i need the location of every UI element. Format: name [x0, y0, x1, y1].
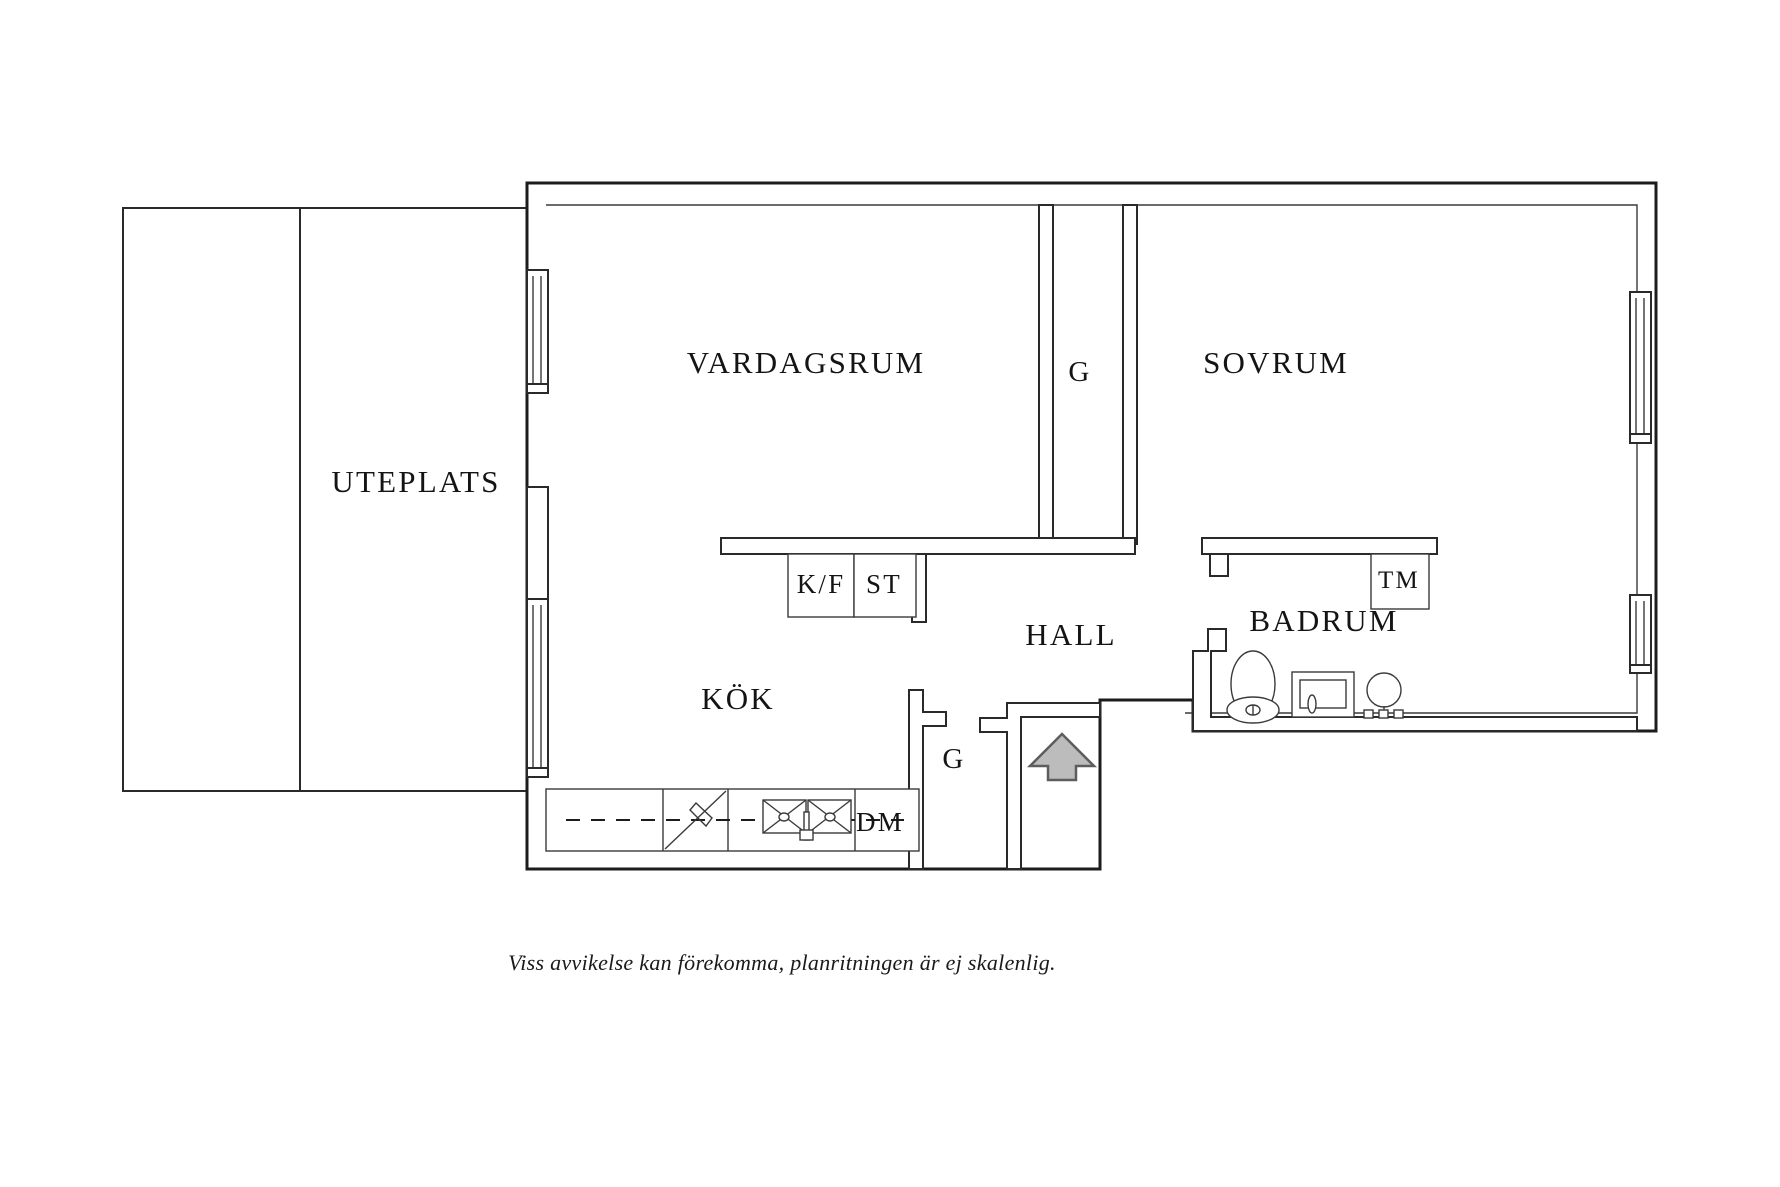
stove-icon: [664, 790, 727, 850]
closet-label-hall: G: [942, 743, 965, 775]
fixture-label-tumble-dryer: TM: [1378, 567, 1420, 594]
uteplats-outline: [122, 207, 536, 792]
room-label-hall: HALL: [1025, 617, 1116, 652]
window-west-upper: [526, 269, 549, 394]
cabinet-kf-box: [787, 553, 855, 618]
kitchen-sink-icon: [762, 799, 852, 841]
toilet-icon: [1226, 650, 1280, 724]
cabinet-st-box: [853, 553, 917, 618]
window-west-lower: [526, 598, 549, 778]
entrance-arrow: [1026, 732, 1098, 782]
door-west-terrace: [526, 486, 549, 600]
room-label-vardagsrum: VARDAGSRUM: [687, 345, 926, 380]
closet-bedroom-walls: [1038, 204, 1138, 545]
room-label-badrum: BADRUM: [1249, 603, 1398, 638]
room-label-kok: KÖK: [701, 681, 775, 716]
fixture-label-fridge-freezer: K/F: [797, 569, 846, 599]
window-east-upper: [1629, 291, 1652, 444]
appliance-tm-box: [1370, 553, 1430, 610]
kitchen-counter: [545, 788, 920, 852]
fixture-label-dishwasher: DM: [856, 807, 904, 837]
fixture-label-storage: ST: [866, 569, 902, 599]
shower-icon: [1363, 672, 1404, 719]
washbasin-icon: [1291, 671, 1355, 718]
window-east-lower: [1629, 594, 1652, 674]
closet-label-bedroom: G: [1068, 356, 1091, 388]
plan-caption: Viss avvikelse kan förekomma, planritnin…: [508, 950, 1056, 975]
room-label-uteplats: UTEPLATS: [331, 464, 500, 499]
room-label-sovrum: SOVRUM: [1203, 345, 1349, 380]
